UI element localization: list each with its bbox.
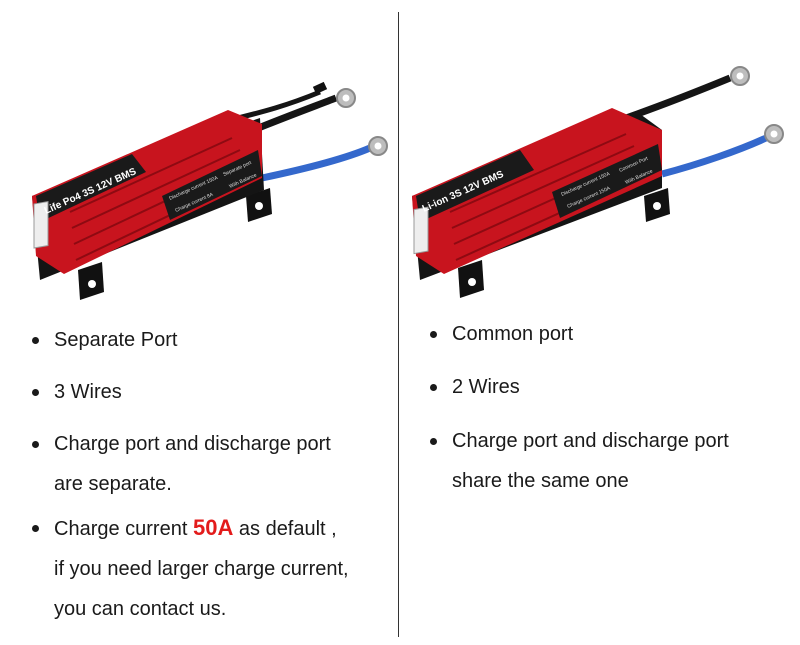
panel-divider [398, 12, 399, 637]
mount-hole [255, 202, 263, 210]
mount-hole [653, 202, 661, 210]
bullet-text: 3 Wires [54, 381, 122, 403]
bullet-text-cont: are separate. [54, 473, 172, 495]
list-item: Charge port and discharge port are separa… [32, 424, 349, 504]
mount-hole [468, 278, 476, 286]
list-item: 3 Wires [32, 372, 349, 412]
heatsink-ridge [449, 133, 627, 213]
charge-default-pre: Charge current [54, 518, 193, 540]
balance-connector [413, 206, 429, 255]
bullet-dot [32, 337, 39, 344]
list-item: 2 Wires [430, 367, 729, 407]
bms-image-separate-port: Life Po4 3S 12V BMS Discharge current 15… [32, 81, 388, 300]
bullet-text: Common port [452, 323, 574, 345]
thin-wire [237, 89, 321, 121]
heatsink-ridge [71, 149, 241, 229]
bullet-text: Separate Port [54, 329, 178, 351]
ring-hole [342, 94, 350, 102]
bms-heatsink [412, 108, 662, 274]
list-item: Charge current 50A as default , if you ne… [32, 508, 349, 629]
list-item: Charge port and discharge port share the … [430, 421, 729, 501]
bullet-dot [32, 441, 39, 448]
wire-tip [312, 81, 328, 95]
balance-connector [33, 200, 49, 249]
bullet-dot [32, 525, 39, 532]
bms-image-common-port: Li-ion 3S 12V BMS Discharge current 150A… [412, 66, 784, 298]
model-label-strip [36, 154, 146, 222]
right-feature-list: Common port 2 Wires Charge port and disc… [430, 314, 729, 501]
ring-hole [736, 72, 744, 80]
bullet-text: 2 Wires [452, 376, 520, 398]
charge-default-line3: you can contact us. [54, 598, 227, 620]
right-panel: Li-ion 3S 12V BMS Discharge current 150A… [400, 0, 800, 645]
heatsink-ridge [451, 145, 635, 229]
blue-wire [261, 144, 372, 182]
left-feature-list: Separate Port 3 Wires Charge port and di… [32, 320, 349, 629]
list-item: Separate Port [32, 320, 349, 360]
spec-label-strip [162, 150, 262, 220]
heatsink-ridge [69, 137, 233, 213]
left-panel: Life Po4 3S 12V BMS Discharge current 15… [0, 0, 398, 645]
black-wire [624, 74, 732, 122]
ring-hole-blue [374, 142, 382, 150]
bullet-dot [430, 331, 437, 338]
list-item: Common port [430, 314, 729, 354]
spec-label-strip [552, 144, 662, 218]
model-label-strip [416, 150, 534, 222]
bullet-dot [430, 384, 437, 391]
charge-default-post: as default , [233, 518, 337, 540]
bullet-dot [32, 389, 39, 396]
charge-default-line2: if you need larger charge current, [54, 558, 349, 580]
charge-current-value: 50A [192, 515, 234, 540]
bullet-dot [430, 438, 437, 445]
mount-hole [88, 280, 96, 288]
ring-hole-blue [770, 130, 778, 138]
bullet-text-cont: share the same one [452, 470, 629, 492]
blue-wire [661, 134, 768, 178]
bullet-text: Charge port and discharge port [452, 430, 729, 452]
bullet-text: Charge port and discharge port [54, 433, 331, 455]
